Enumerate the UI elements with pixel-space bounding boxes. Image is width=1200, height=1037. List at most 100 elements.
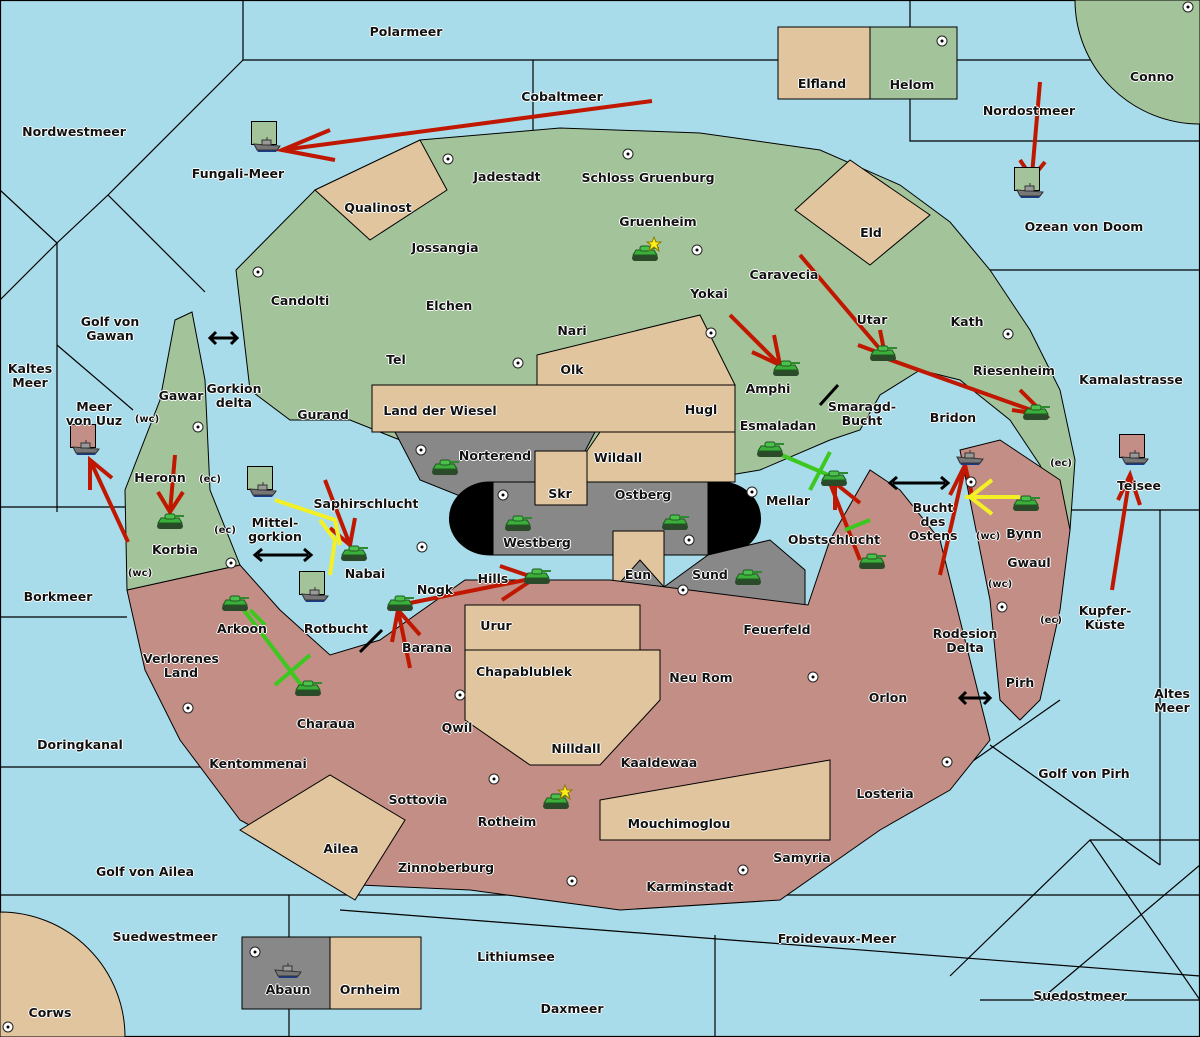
province-label[interactable]: Heronn	[134, 470, 186, 485]
province-label[interactable]: Tel	[386, 352, 406, 367]
province-label[interactable]: Utar	[856, 312, 888, 327]
province-label[interactable]: Rotheim	[477, 814, 537, 829]
province-label[interactable]: Urur	[480, 618, 512, 633]
province-label[interactable]: Kath	[950, 314, 984, 329]
province-label[interactable]: Nordwestmeer	[22, 124, 126, 139]
province-label[interactable]: Golf von Gawan	[80, 314, 140, 343]
province-label[interactable]: Korbia	[152, 542, 198, 557]
province-label[interactable]: Feuerfeld	[743, 622, 811, 637]
ship-icon[interactable]	[299, 571, 329, 607]
province-label[interactable]: Rodesion Delta	[932, 626, 998, 655]
province-label[interactable]: Riesenheim	[973, 363, 1055, 378]
province-label[interactable]: Conno	[1129, 69, 1175, 84]
province-label[interactable]: Daxmeer	[540, 1001, 604, 1016]
province-label[interactable]: Hills	[477, 571, 509, 586]
province-label[interactable]: Orlon	[868, 690, 908, 705]
province-label[interactable]: Zinnoberburg	[397, 860, 495, 875]
province-label[interactable]: Pirh	[1005, 675, 1035, 690]
province-label[interactable]: Saphirschlucht	[313, 496, 419, 511]
province-label[interactable]: Helom	[889, 77, 935, 92]
province-label[interactable]: Westberg	[503, 535, 571, 550]
ship-icon[interactable]	[247, 466, 277, 502]
tank-icon[interactable]	[503, 514, 533, 536]
province-label[interactable]: Golf von Ailea	[95, 864, 195, 879]
province-label[interactable]: Kupfer- Küste	[1078, 603, 1132, 632]
province-label[interactable]: Candolti	[270, 293, 330, 308]
tank-icon[interactable]	[220, 594, 250, 616]
tank-icon[interactable]	[1011, 494, 1041, 516]
tank-icon[interactable]	[155, 512, 185, 534]
province-label[interactable]: Jossangia	[411, 240, 479, 255]
province-label[interactable]: Froidevaux-Meer	[777, 931, 897, 946]
province-label[interactable]: Rotbucht	[303, 621, 369, 636]
province-label[interactable]: Arkoon	[217, 621, 267, 636]
province-label[interactable]: Cobaltmeer	[521, 89, 603, 104]
province-label[interactable]: Barana	[402, 640, 452, 655]
province-label[interactable]: Bucht des Ostens	[908, 500, 958, 543]
province-label[interactable]: Altes Meer	[1154, 686, 1190, 715]
tank-icon[interactable]	[660, 513, 690, 535]
tank-icon[interactable]	[385, 594, 415, 616]
province-label[interactable]: Golf von Pirh	[1038, 766, 1130, 781]
province-label[interactable]: Doringkanal	[37, 737, 123, 752]
tank-icon[interactable]	[430, 458, 460, 480]
province-label[interactable]: Elfland	[797, 76, 847, 91]
province-label[interactable]: Schloss Gruenburg	[581, 170, 715, 185]
province-label[interactable]: Kaaldewaa	[620, 755, 698, 770]
province-label[interactable]: Wildall	[593, 450, 643, 465]
province-label[interactable]: Charaua	[296, 716, 356, 731]
province-label[interactable]: Polarmeer	[369, 24, 443, 39]
province-label[interactable]: Chapablublek	[475, 664, 573, 679]
province-label[interactable]: Fungali-Meer	[191, 166, 285, 181]
province-label[interactable]: Corws	[28, 1005, 72, 1020]
province-label[interactable]: Gawar	[158, 388, 204, 403]
tank-icon[interactable]	[339, 544, 369, 566]
province-label[interactable]: Lithiumsee	[477, 949, 555, 964]
province-label[interactable]: Eld	[860, 225, 882, 240]
province-label[interactable]: Teisee	[1116, 478, 1162, 493]
province-label[interactable]: Bridon	[929, 410, 977, 425]
province-label[interactable]: Land der Wiesel	[383, 403, 497, 418]
province-label[interactable]: Gorkion delta	[206, 381, 262, 410]
province-label[interactable]: Smaragd- Bucht	[827, 399, 897, 428]
province-label[interactable]: Karminstadt	[646, 879, 734, 894]
province-label[interactable]: Mouchimoglou	[627, 816, 731, 831]
tank-icon[interactable]	[819, 469, 849, 491]
province-label[interactable]: Suedostmeer	[1033, 988, 1127, 1003]
ship-icon[interactable]	[274, 963, 302, 983]
province-label[interactable]: Losteria	[856, 786, 914, 801]
province-label[interactable]: Mittel- gorkion	[248, 515, 302, 544]
ship-icon[interactable]	[251, 121, 281, 157]
province-label[interactable]: Ailea	[323, 841, 359, 856]
province-label[interactable]: Abaun	[265, 982, 311, 997]
province-label[interactable]: Yokai	[690, 286, 728, 301]
province-label[interactable]: Gwaul	[1007, 555, 1051, 570]
province-label[interactable]: Skr	[548, 486, 572, 501]
tank-icon[interactable]	[293, 679, 323, 701]
province-label[interactable]: Nari	[557, 323, 587, 338]
province-label[interactable]: Kentommenai	[209, 756, 307, 771]
province-label[interactable]: Gruenheim	[619, 214, 697, 229]
province-label[interactable]: Eun	[624, 567, 652, 582]
province-label[interactable]: Samyria	[773, 850, 831, 865]
province-label[interactable]: Gurand	[297, 407, 349, 422]
province-label[interactable]: Ornheim	[339, 982, 401, 997]
province-label[interactable]: Ostberg	[614, 487, 672, 502]
tank-icon[interactable]	[771, 359, 801, 381]
ship-icon[interactable]	[1119, 434, 1149, 470]
ship-icon[interactable]	[956, 450, 984, 470]
province-label[interactable]: Jadestadt	[473, 169, 541, 184]
tank-icon[interactable]	[868, 344, 898, 366]
province-label[interactable]: Meer von Uuz	[65, 399, 123, 428]
province-label[interactable]: Nilldall	[551, 741, 601, 756]
province-label[interactable]: Mellar	[765, 493, 811, 508]
province-label[interactable]: Bynn	[1006, 526, 1042, 541]
province-label[interactable]: Elchen	[425, 298, 473, 313]
province-label[interactable]: Nordostmeer	[982, 103, 1076, 118]
ship-icon[interactable]	[70, 424, 100, 460]
province-label[interactable]: Sottovia	[388, 792, 448, 807]
province-label[interactable]: Kamalastrasse	[1079, 372, 1183, 387]
province-label[interactable]: Verlorenes Land	[143, 651, 219, 680]
province-label[interactable]: Nogk	[416, 582, 454, 597]
province-label[interactable]: Suedwestmeer	[112, 929, 218, 944]
